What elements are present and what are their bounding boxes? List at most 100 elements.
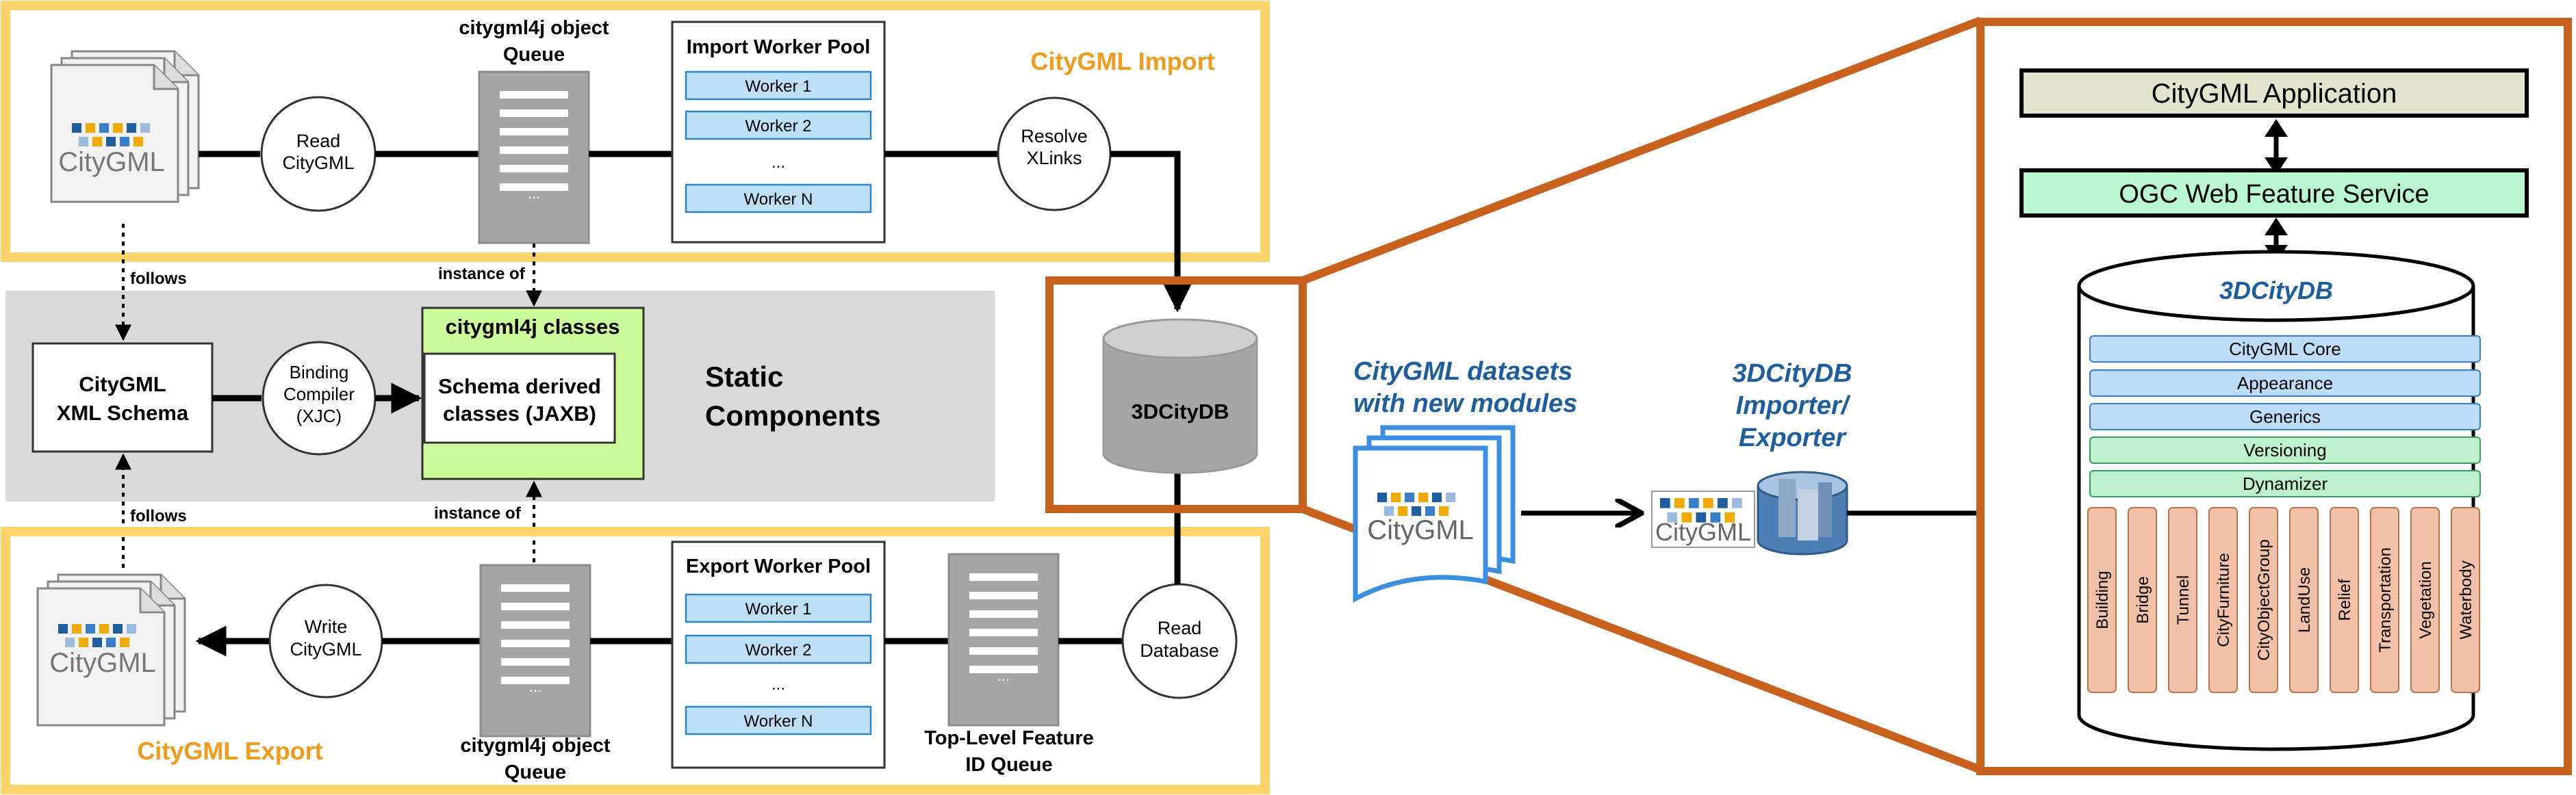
- layer-citygml-core: [2089, 335, 2481, 363]
- layer-generics: [2089, 403, 2481, 430]
- module-vegetation-label: Vegetation: [2416, 561, 2435, 638]
- module-landuse: [2289, 507, 2319, 693]
- resolve-label-1: Resolve: [1021, 126, 1088, 146]
- architecture-stack-panel: CityGML Application OGC Web Feature Serv…: [1976, 18, 2572, 775]
- export-worker-1: [685, 593, 872, 623]
- export-worker-2-label: Worker 2: [745, 641, 812, 660]
- follows-top-label: follows: [130, 270, 187, 288]
- export-panel-frame: [1, 527, 1270, 794]
- importer-database-icon: [1757, 471, 1848, 556]
- import-panel: CityGML Import CityGML Read CityGML city…: [1, 1, 1270, 262]
- import-queue-icon: ...: [478, 70, 590, 244]
- datasets-logo: CityGML: [1367, 515, 1474, 545]
- export-worker-2: [685, 634, 872, 664]
- import-worker-1: [685, 70, 872, 101]
- import-queue-label-2: Queue: [503, 44, 565, 66]
- read-citygml-label-2: CityGML: [282, 153, 354, 173]
- import-worker-n: [685, 183, 872, 213]
- binding-label-1: Binding: [290, 362, 349, 382]
- datasets-label-1: CityGML datasets: [1353, 357, 1572, 386]
- module-vegetation: [2410, 507, 2440, 693]
- schema-derived-classes-box: [423, 352, 616, 444]
- wfs-box: [2019, 168, 2529, 218]
- citygml-xml-schema-box: [31, 342, 214, 453]
- layer-appearance-label: Appearance: [2237, 373, 2333, 393]
- importer-logo: CityGML: [1655, 518, 1751, 546]
- importer-label-1: 3DCityDB: [1732, 359, 1852, 388]
- import-source-icon: CityGML: [50, 50, 200, 203]
- module-cityobjectgroup: [2249, 507, 2278, 693]
- datasets-icon: CityGML: [1353, 425, 1516, 603]
- export-queue-dots: ...: [529, 678, 541, 695]
- import-worker-n-label: Worker N: [744, 190, 813, 209]
- module-cityfurniture-label: CityFurniture: [2215, 553, 2233, 647]
- feature-queue-dots: ...: [997, 667, 1010, 684]
- module-building-label: Building: [2093, 571, 2112, 629]
- write-label-2: CityGML: [290, 639, 361, 660]
- datasets-label-2: with new modules: [1353, 389, 1577, 418]
- export-pool-title: Export Worker Pool: [686, 556, 871, 577]
- classes-title: citygml4j classes: [445, 315, 620, 339]
- module-cityobjectgroup-label: CityObjectGroup: [2255, 539, 2273, 660]
- module-building: [2087, 507, 2117, 693]
- import-queue-label-1: citygml4j object: [459, 17, 609, 39]
- feature-queue-label-2: ID Queue: [965, 754, 1052, 776]
- wfs-label: OGC Web Feature Service: [2119, 180, 2429, 209]
- module-bridge-label: Bridge: [2134, 576, 2152, 623]
- export-queue-label-2: Queue: [505, 761, 566, 783]
- module-waterbody: [2451, 507, 2480, 693]
- module-tunnel-label: Tunnel: [2174, 575, 2193, 625]
- module-landuse-label: LandUse: [2295, 567, 2314, 633]
- import-worker-2-label: Worker 2: [745, 117, 812, 135]
- import-queue-dots: ...: [528, 185, 540, 202]
- center-database: 3DCityDB: [1045, 276, 1307, 513]
- middle-section: CityGML datasets with new modules CityGM…: [1353, 357, 2050, 603]
- classes-inner-2: classes (JAXB): [443, 402, 596, 426]
- static-title-1: Static: [705, 361, 783, 393]
- module-cityfurniture: [2208, 507, 2238, 693]
- binding-label-3: (XJC): [296, 406, 342, 426]
- layer-citygml-core-label: CityGML Core: [2229, 339, 2341, 359]
- read-db-label-2: Database: [1140, 640, 1219, 661]
- export-worker-1-label: Worker 1: [745, 600, 812, 618]
- center-db-frame: [1045, 276, 1307, 513]
- module-tunnel: [2168, 507, 2197, 693]
- export-worker-ellipsis: ...: [771, 675, 785, 694]
- module-transportation: [2370, 507, 2399, 693]
- resolve-label-2: XLinks: [1026, 148, 1082, 168]
- binding-label-2: Compiler: [283, 384, 355, 404]
- export-worker-n-label: Worker N: [744, 712, 813, 731]
- export-panel-title: CityGML Export: [137, 737, 322, 765]
- instance-of-top-label: instance of: [438, 265, 526, 283]
- follows-bottom-label: follows: [130, 507, 187, 525]
- stack-modules: Building Bridge Tunnel CityFurniture Cit…: [2087, 507, 2480, 693]
- write-label-1: Write: [305, 616, 348, 637]
- import-pool-title: Import Worker Pool: [687, 36, 871, 58]
- static-title-2: Components: [705, 400, 881, 432]
- layer-versioning: [2089, 436, 2481, 464]
- import-panel-title: CityGML Import: [1030, 47, 1214, 75]
- instance-of-bottom-label: instance of: [434, 504, 522, 523]
- layer-appearance: [2089, 369, 2481, 397]
- classes-inner-1: Schema derived: [438, 374, 601, 398]
- module-bridge: [2128, 507, 2157, 693]
- module-relief-label: Relief: [2336, 579, 2354, 621]
- citygml-application-box: [2019, 68, 2529, 118]
- export-panel: CityGML Export CityGML Write CityGML ...…: [1, 527, 1270, 794]
- read-db-label-1: Read: [1158, 618, 1202, 638]
- application-label: CityGML Application: [2152, 79, 2397, 109]
- importer-label-2: Importer/: [1736, 391, 1851, 420]
- export-target-logo: CityGML: [49, 648, 156, 678]
- schema-label-1: CityGML: [79, 372, 166, 396]
- export-queue-label-1: citygml4j object: [460, 735, 611, 757]
- import-worker-1-label: Worker 1: [745, 77, 812, 96]
- static-components-panel: Static Components CityGML XML Schema Bin…: [5, 291, 995, 501]
- database-cylinder-icon: [1102, 339, 1258, 474]
- center-db-label: 3DCityDB: [1132, 400, 1229, 423]
- layer-generics-label: Generics: [2249, 406, 2321, 427]
- module-waterbody-label: Waterbody: [2457, 560, 2475, 639]
- feature-id-queue-icon: ...: [947, 553, 1060, 727]
- import-source-logo: CityGML: [58, 147, 165, 177]
- schema-label-2: XML Schema: [57, 401, 189, 425]
